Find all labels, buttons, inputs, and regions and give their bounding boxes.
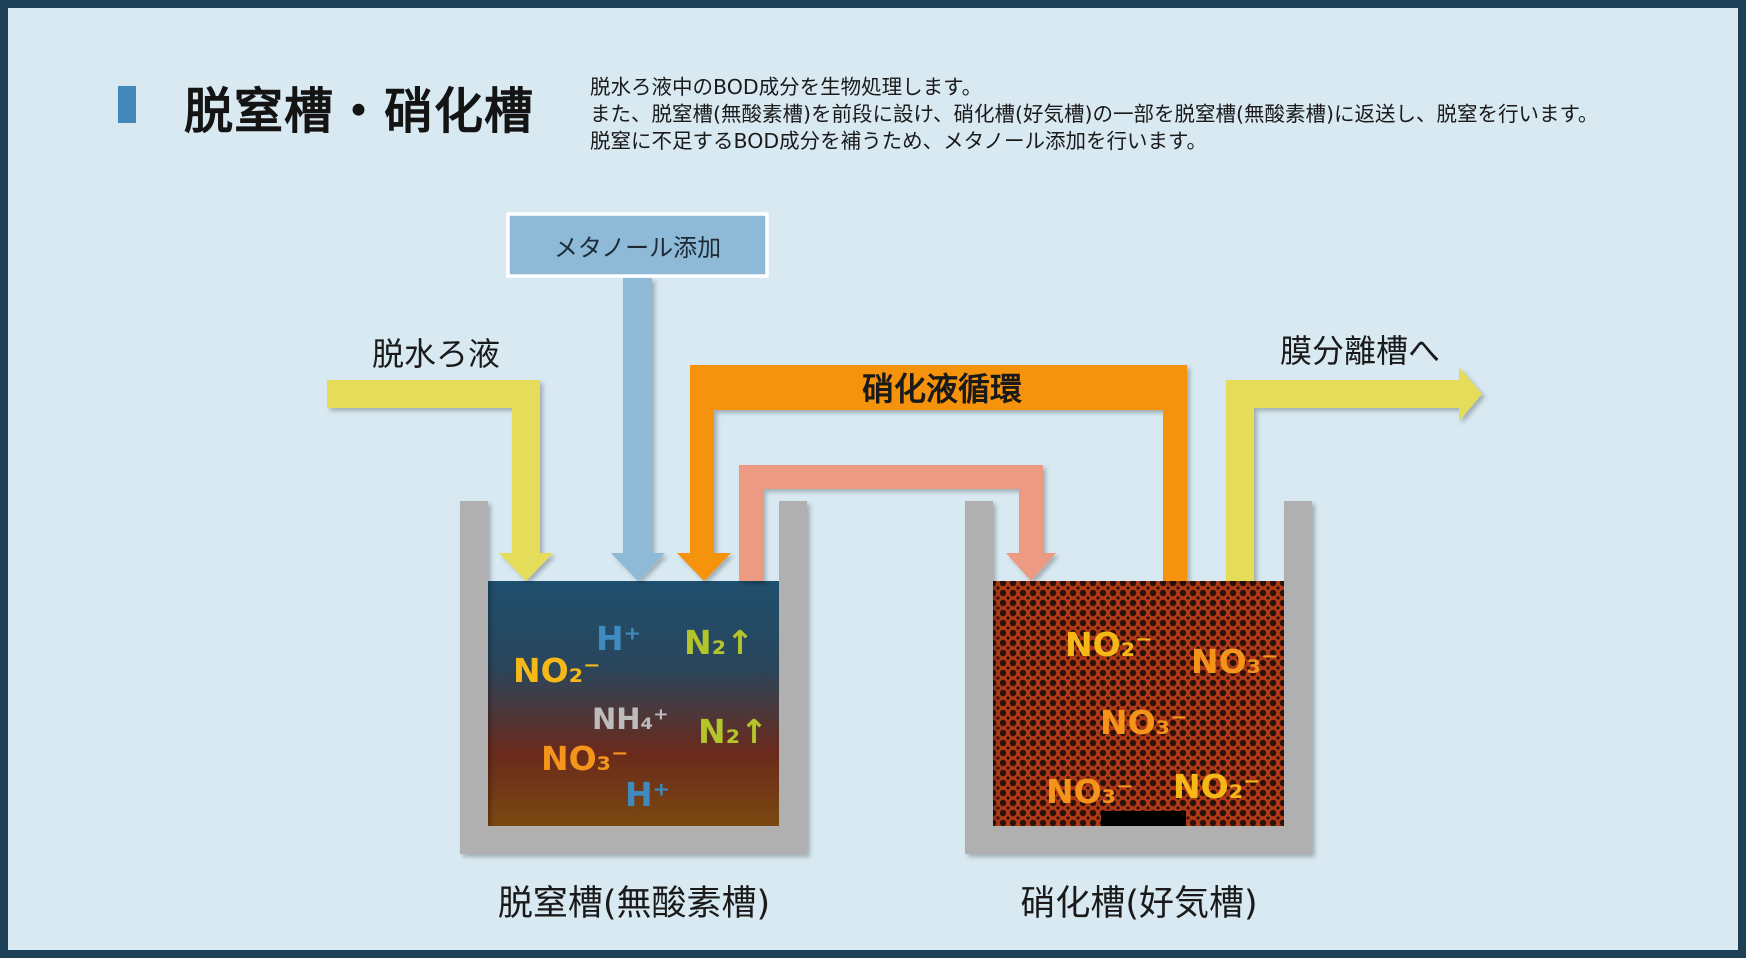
description: 脱水ろ液中のBOD成分を生物処理します。 また、脱窒槽(無酸素槽)を前段に設け、… [590, 74, 1598, 155]
tank-left-label: 脱窒槽(無酸素槽) [498, 884, 770, 924]
ion-label: N₂↑ [698, 712, 768, 751]
ion-label: NO₃⁻ [1191, 642, 1279, 681]
process-diagram: メタノール添加 脱水ろ液 硝化液循環 膜分離槽へ 脱窒槽(無酸素槽) 硝化槽(好… [327, 212, 1482, 924]
ion-label: NO₂⁻ [1173, 767, 1261, 806]
outflow-label: 膜分離槽へ [1280, 332, 1440, 370]
ion-label: NO₃⁻ [1046, 772, 1134, 811]
inflow-arrow [327, 380, 553, 581]
aeration-diffuser [1101, 811, 1186, 826]
tank-right-label: 硝化槽(好気槽) [1020, 884, 1257, 924]
ion-label: H⁺ [625, 775, 670, 814]
ion-label: NH₄⁺ [592, 702, 669, 736]
ion-label: NO₂⁻ [1065, 625, 1153, 664]
description-line: 脱水ろ液中のBOD成分を生物処理します。 [590, 75, 983, 99]
anoxic-tank-liquid [488, 581, 779, 826]
recycle-flow-arrow [677, 365, 1187, 581]
ion-label: N₂↑ [684, 623, 754, 662]
recycle-label: 硝化液循環 [862, 370, 1022, 408]
anoxic-ions: H⁺ N₂↑ NO₂⁻ NH₄⁺ N₂↑ NO₃⁻ H⁺ [513, 619, 768, 814]
slide: 脱窒槽・硝化槽 脱水ろ液中のBOD成分を生物処理します。 また、脱窒槽(無酸素槽… [8, 8, 1738, 950]
inflow-label: 脱水ろ液 [372, 335, 500, 373]
methanol-box-label: メタノール添加 [554, 234, 721, 262]
outflow-arrow [1226, 367, 1482, 581]
methanol-arrow [611, 278, 665, 581]
description-line: また、脱窒槽(無酸素槽)を前段に設け、硝化槽(好気槽)の一部を脱窒槽(無酸素槽)… [590, 102, 1599, 126]
aerobic-ions: NO₂⁻ NO₃⁻ NO₃⁻ NO₃⁻ NO₂⁻ [1046, 625, 1279, 811]
methanol-box [506, 212, 769, 278]
ion-label: NO₃⁻ [1100, 703, 1188, 742]
ion-label: H⁺ [596, 619, 641, 658]
ion-label: NO₂⁻ [513, 651, 601, 690]
return-flow-arrow [739, 465, 1056, 581]
aerobic-tank-liquid [993, 581, 1284, 826]
description-line: 脱窒に不足するBOD成分を補うため、メタノール添加を行います。 [590, 129, 1207, 153]
title-marker [118, 86, 136, 123]
page-title: 脱窒槽・硝化槽 [184, 83, 535, 140]
ion-label: NO₃⁻ [541, 739, 629, 778]
